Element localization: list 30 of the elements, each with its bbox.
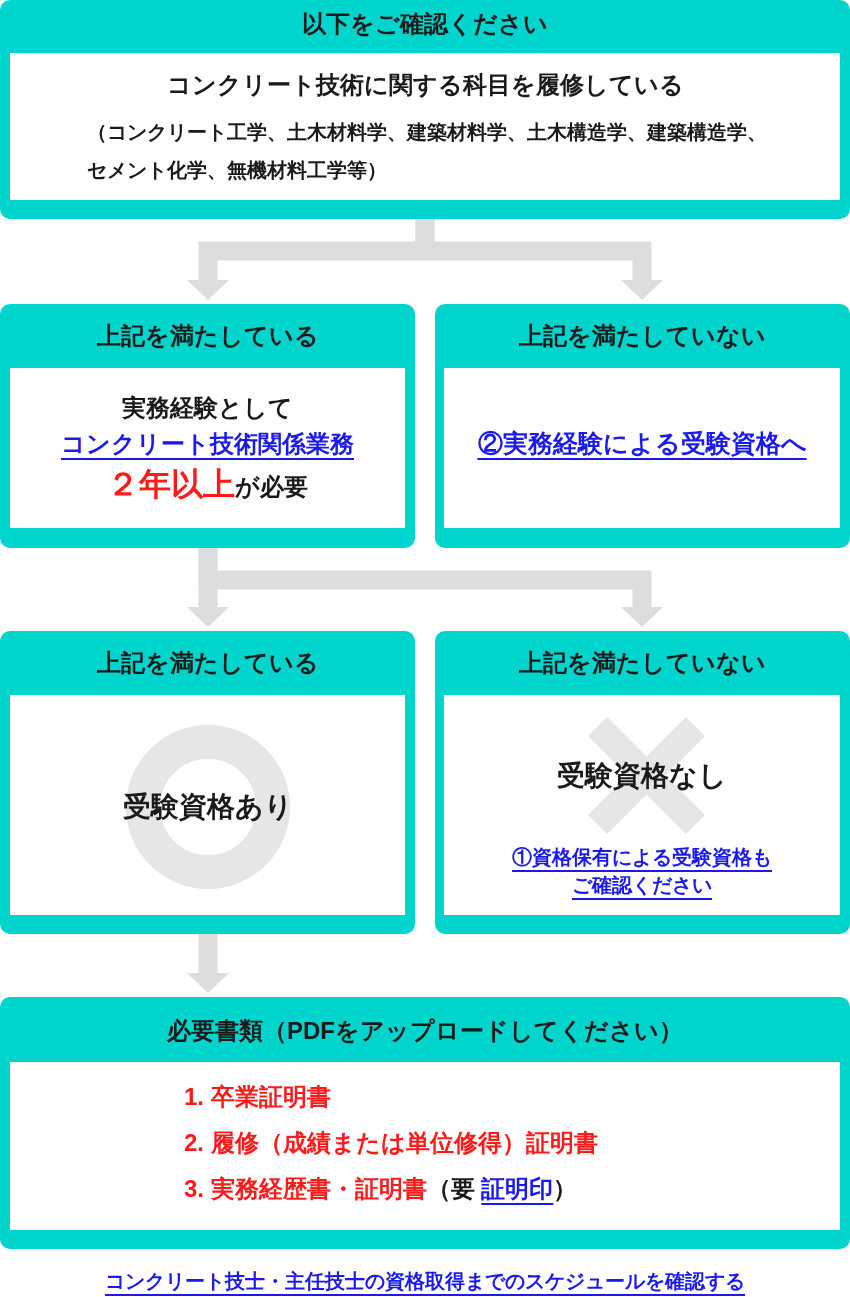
arrow (415, 219, 663, 300)
body-text: 受験資格なし (557, 760, 727, 791)
box-heading: 上記を満たしている (96, 322, 319, 349)
body-text: コンクリート技術に関する科目を履修している (166, 71, 684, 98)
flow-box (435, 631, 850, 934)
body-text: 実務経験として (122, 394, 293, 421)
body-text: （コンクリート工学、土木材料学、建築材料学、土木構造学、建築構造学、セメント化学、無機材料工学等） (87, 121, 767, 181)
flow-box (435, 304, 850, 548)
link: コンクリート技術関係業務 (61, 430, 354, 457)
flow-box (0, 0, 850, 219)
link: ①資格保有による受験資格もご確認ください (512, 846, 772, 896)
link: コンクリート技士・主任技士の資格取得までのスケジュールを確認する (105, 1270, 745, 1292)
flow-box (0, 631, 415, 934)
box-heading: 以下をご確認ください (302, 10, 548, 37)
flow-box (0, 997, 850, 1249)
list-item: 3. 実務経歴書・証明書 (184, 1175, 427, 1202)
list-item: 2. 履修（成績または単位修得）証明書 (184, 1129, 598, 1156)
box-heading: 上記を満たしていない (519, 649, 766, 676)
flow-box (0, 304, 415, 548)
box-heading: 上記を満たしていない (519, 322, 766, 349)
link: ②実務経験による受験資格へ (477, 429, 807, 457)
arrow (198, 548, 663, 627)
body-text: 受験資格あり (122, 791, 293, 822)
body-text: ２年以上が必要 (107, 465, 308, 504)
note-text: （要 証明印） (426, 1175, 578, 1202)
list-item: 1. 卒業証明書 (184, 1083, 331, 1110)
arrow (187, 934, 229, 993)
link: 証明印 (481, 1175, 554, 1202)
box-heading: 必要書類（PDFをアップロードしてください） (167, 1017, 683, 1044)
box-heading: 上記を満たしている (96, 649, 319, 676)
